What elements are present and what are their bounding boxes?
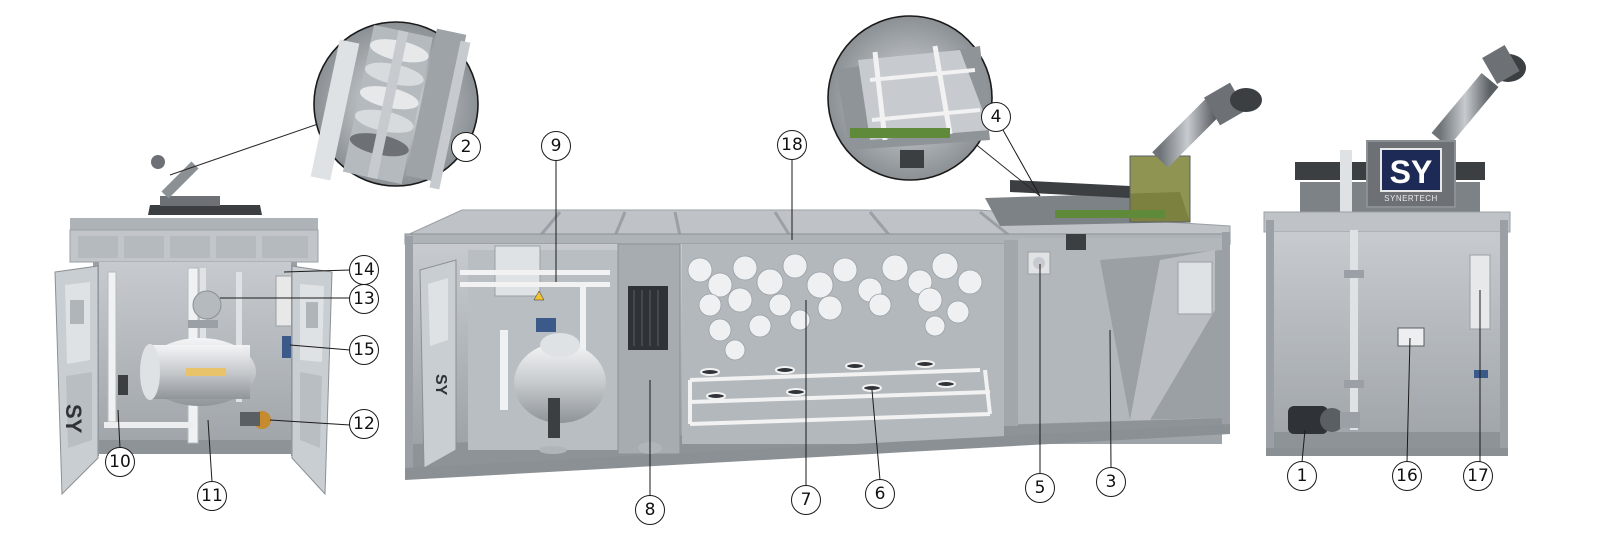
callout-2: 2 xyxy=(451,132,481,162)
callout-14: 14 xyxy=(349,255,379,285)
callout-6: 6 xyxy=(865,479,895,509)
callout-7: 7 xyxy=(791,485,821,515)
callout-16: 16 xyxy=(1392,461,1422,491)
center-unit: SY xyxy=(404,82,1262,480)
svg-text:SY: SY xyxy=(61,404,86,434)
callout-8: 8 xyxy=(635,495,665,525)
callout-15: 15 xyxy=(349,335,379,365)
zoom-screw-detail xyxy=(169,21,479,190)
callout-17: 17 xyxy=(1463,461,1493,491)
callout-3: 3 xyxy=(1096,467,1126,497)
callout-4: 4 xyxy=(981,102,1011,132)
callout-18: 18 xyxy=(777,130,807,160)
callout-1: 1 xyxy=(1287,461,1317,491)
callout-11: 11 xyxy=(197,481,227,511)
logo-mark: SY xyxy=(1380,148,1442,192)
callout-12: 12 xyxy=(349,409,379,439)
callout-9: 9 xyxy=(541,131,571,161)
zoom-screen-detail xyxy=(827,15,1041,197)
logo-name: SYNERTECH xyxy=(1384,194,1438,203)
leader-lines xyxy=(117,129,1481,496)
callout-5: 5 xyxy=(1025,473,1055,503)
svg-text:SY: SY xyxy=(432,374,449,396)
left-unit: SY xyxy=(54,155,333,496)
callout-13: 13 xyxy=(349,284,379,314)
right-unit xyxy=(1263,45,1526,456)
callout-10: 10 xyxy=(105,447,135,477)
synertech-logo: SY SYNERTECH xyxy=(1366,140,1456,208)
